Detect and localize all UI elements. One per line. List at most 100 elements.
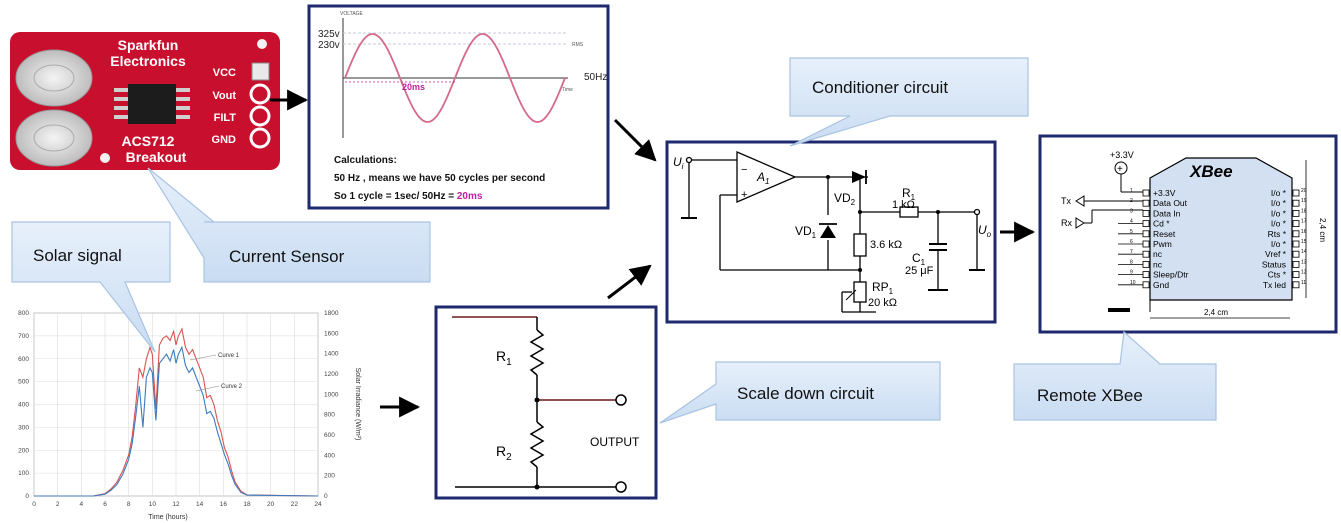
- chart-x-tick: 0: [32, 501, 36, 508]
- diode-vd2: [852, 171, 866, 183]
- rms-label: RMS: [572, 42, 584, 48]
- chart-x-tick: 6: [103, 501, 107, 508]
- board-pin-header: VCC Vout FILT GND: [212, 62, 271, 149]
- output-terminal: [615, 394, 627, 406]
- xbee-pin-number: 2: [1130, 198, 1133, 204]
- time-label: Time: [562, 87, 573, 93]
- xbee-pin-label: Data Out: [1153, 198, 1188, 208]
- height-label: 2,4 cm: [1318, 218, 1327, 242]
- xbee-pin-label: Pwm: [1153, 239, 1172, 249]
- chart-y-tick-right: 1600: [324, 330, 339, 337]
- r1-symbol: R: [902, 186, 911, 200]
- xbee-pin-label: I/o *: [1271, 208, 1287, 218]
- xbee-pin-number: 5: [1130, 229, 1133, 235]
- terminal-pad-top: [15, 49, 93, 107]
- calc-line2-value: 20ms: [457, 191, 483, 202]
- opamp-sub: 1: [765, 177, 769, 186]
- chart-x-tick: 24: [314, 501, 322, 508]
- xbee-pin-label: Status: [1262, 259, 1286, 269]
- calc-line1: 50 Hz , means we have 50 cycles per seco…: [334, 173, 545, 184]
- chart-series-line-1: [34, 327, 319, 497]
- xbee-pin-number: 3: [1130, 208, 1133, 214]
- rx-label: Rx: [1061, 218, 1072, 228]
- r1-sub: 1: [911, 193, 916, 202]
- xbee-pin-label: Cts *: [1268, 270, 1287, 280]
- period-label: 20ms: [402, 82, 425, 92]
- rp-value: 20 kΩ: [868, 297, 897, 309]
- board-mount-hole: [100, 153, 110, 163]
- xbee-pin-pad: [1292, 199, 1300, 207]
- supply-label: +3.3V: [1110, 150, 1134, 160]
- chart-x-tick: 20: [267, 501, 275, 508]
- chart-y-tick-left: 500: [18, 379, 29, 386]
- chart-x-tick: 22: [291, 501, 299, 508]
- frequency-label: 50Hz: [584, 72, 607, 83]
- chart-series: [34, 327, 319, 497]
- chart-y-tick-right: 1800: [324, 310, 339, 317]
- callout-solar-signal-text: Solar signal: [33, 246, 122, 265]
- xbee-pin-label: I/o *: [1271, 239, 1287, 249]
- chart-y-tick-left: 600: [18, 356, 29, 363]
- legend-curve2: Curve 2: [221, 384, 243, 390]
- chart-x-tick: 10: [149, 501, 157, 508]
- opamp-minus: −: [741, 164, 747, 176]
- sine-wave: [344, 33, 566, 123]
- xbee-pin-number: 11: [1301, 280, 1306, 286]
- scale-down-panel: R1 R2 OUTPUT: [434, 305, 658, 500]
- xbee-pin-number: 15: [1301, 239, 1307, 245]
- vd2-sub: 2: [851, 198, 856, 207]
- terminal-pad-ring: [33, 64, 75, 92]
- xbee-pin-label: Reset: [1153, 229, 1176, 239]
- board-mount-hole: [257, 39, 267, 49]
- xbee-pin-pad: [1142, 230, 1150, 238]
- xbee-pin-pad: [1142, 240, 1150, 248]
- xbee-pin-number: 4: [1130, 219, 1133, 225]
- rp-label: RP1: [872, 280, 894, 296]
- xbee-pin-pad: [1142, 281, 1150, 289]
- callout-solar-signal-shape: [11, 221, 171, 353]
- arrow-scale-to-conditioner: [607, 264, 652, 300]
- xbee-pin-pad: [1142, 260, 1150, 268]
- resistor-r2: [529, 421, 545, 468]
- arrow-waveform-to-conditioner: [613, 118, 657, 162]
- rms-value-label: 230v: [318, 40, 340, 51]
- chart-series-line-2: [34, 345, 319, 497]
- vd1-symbol: VD: [795, 224, 812, 238]
- callout-scale-down: Scale down circuit: [659, 361, 941, 424]
- waveform-panel: VOLTAGE 325v 230v RMS Time 20ms 50Hz Cal…: [307, 4, 610, 210]
- diode-vd1: [820, 225, 836, 238]
- xbee-pin-number: 10: [1130, 280, 1136, 286]
- xbee-pin-number: 20: [1301, 188, 1307, 194]
- xbee-pin-label: nc: [1153, 249, 1163, 259]
- chart-xlabel: Time (hours): [148, 514, 187, 521]
- terminal-pad-ring: [33, 124, 75, 152]
- peak-label: 325v: [318, 29, 340, 40]
- callout-conditioner: Conditioner circuit: [789, 57, 1029, 147]
- calc-line2-prefix: So 1 cycle = 1sec/ 50Hz =: [334, 191, 457, 202]
- xbee-pin-label: I/o *: [1271, 219, 1287, 229]
- callout-solar-signal: Solar signal: [11, 221, 171, 353]
- vd2-symbol: VD: [834, 191, 851, 205]
- chart-y-tick-left: 300: [18, 424, 29, 431]
- xbee-pin-label: +3.3V: [1153, 188, 1176, 198]
- chart-y-tick-left: 700: [18, 333, 29, 340]
- chart-x-tick: 4: [80, 501, 84, 508]
- xbee-pin-pad: [1292, 220, 1300, 228]
- calc-line2: So 1 cycle = 1sec/ 50Hz = 20ms: [334, 191, 483, 202]
- xbee-pin-pad: [1142, 250, 1150, 258]
- callout-current-sensor-shape: [147, 167, 431, 283]
- tx-label: Tx: [1061, 196, 1071, 206]
- node-dot: [534, 397, 540, 403]
- callout-scale-down-shape: [659, 361, 941, 424]
- xbee-pin-pad: [1292, 189, 1300, 197]
- chip-pins: [114, 88, 190, 119]
- xbee-pin-number: 19: [1301, 198, 1307, 204]
- xbee-pin-number: 8: [1130, 259, 1133, 265]
- legend-curve2-leader: [195, 385, 220, 392]
- input-label: Ui: [673, 155, 684, 171]
- board-brand-line1: Sparkfun: [118, 37, 179, 53]
- ground-terminal: [615, 481, 627, 493]
